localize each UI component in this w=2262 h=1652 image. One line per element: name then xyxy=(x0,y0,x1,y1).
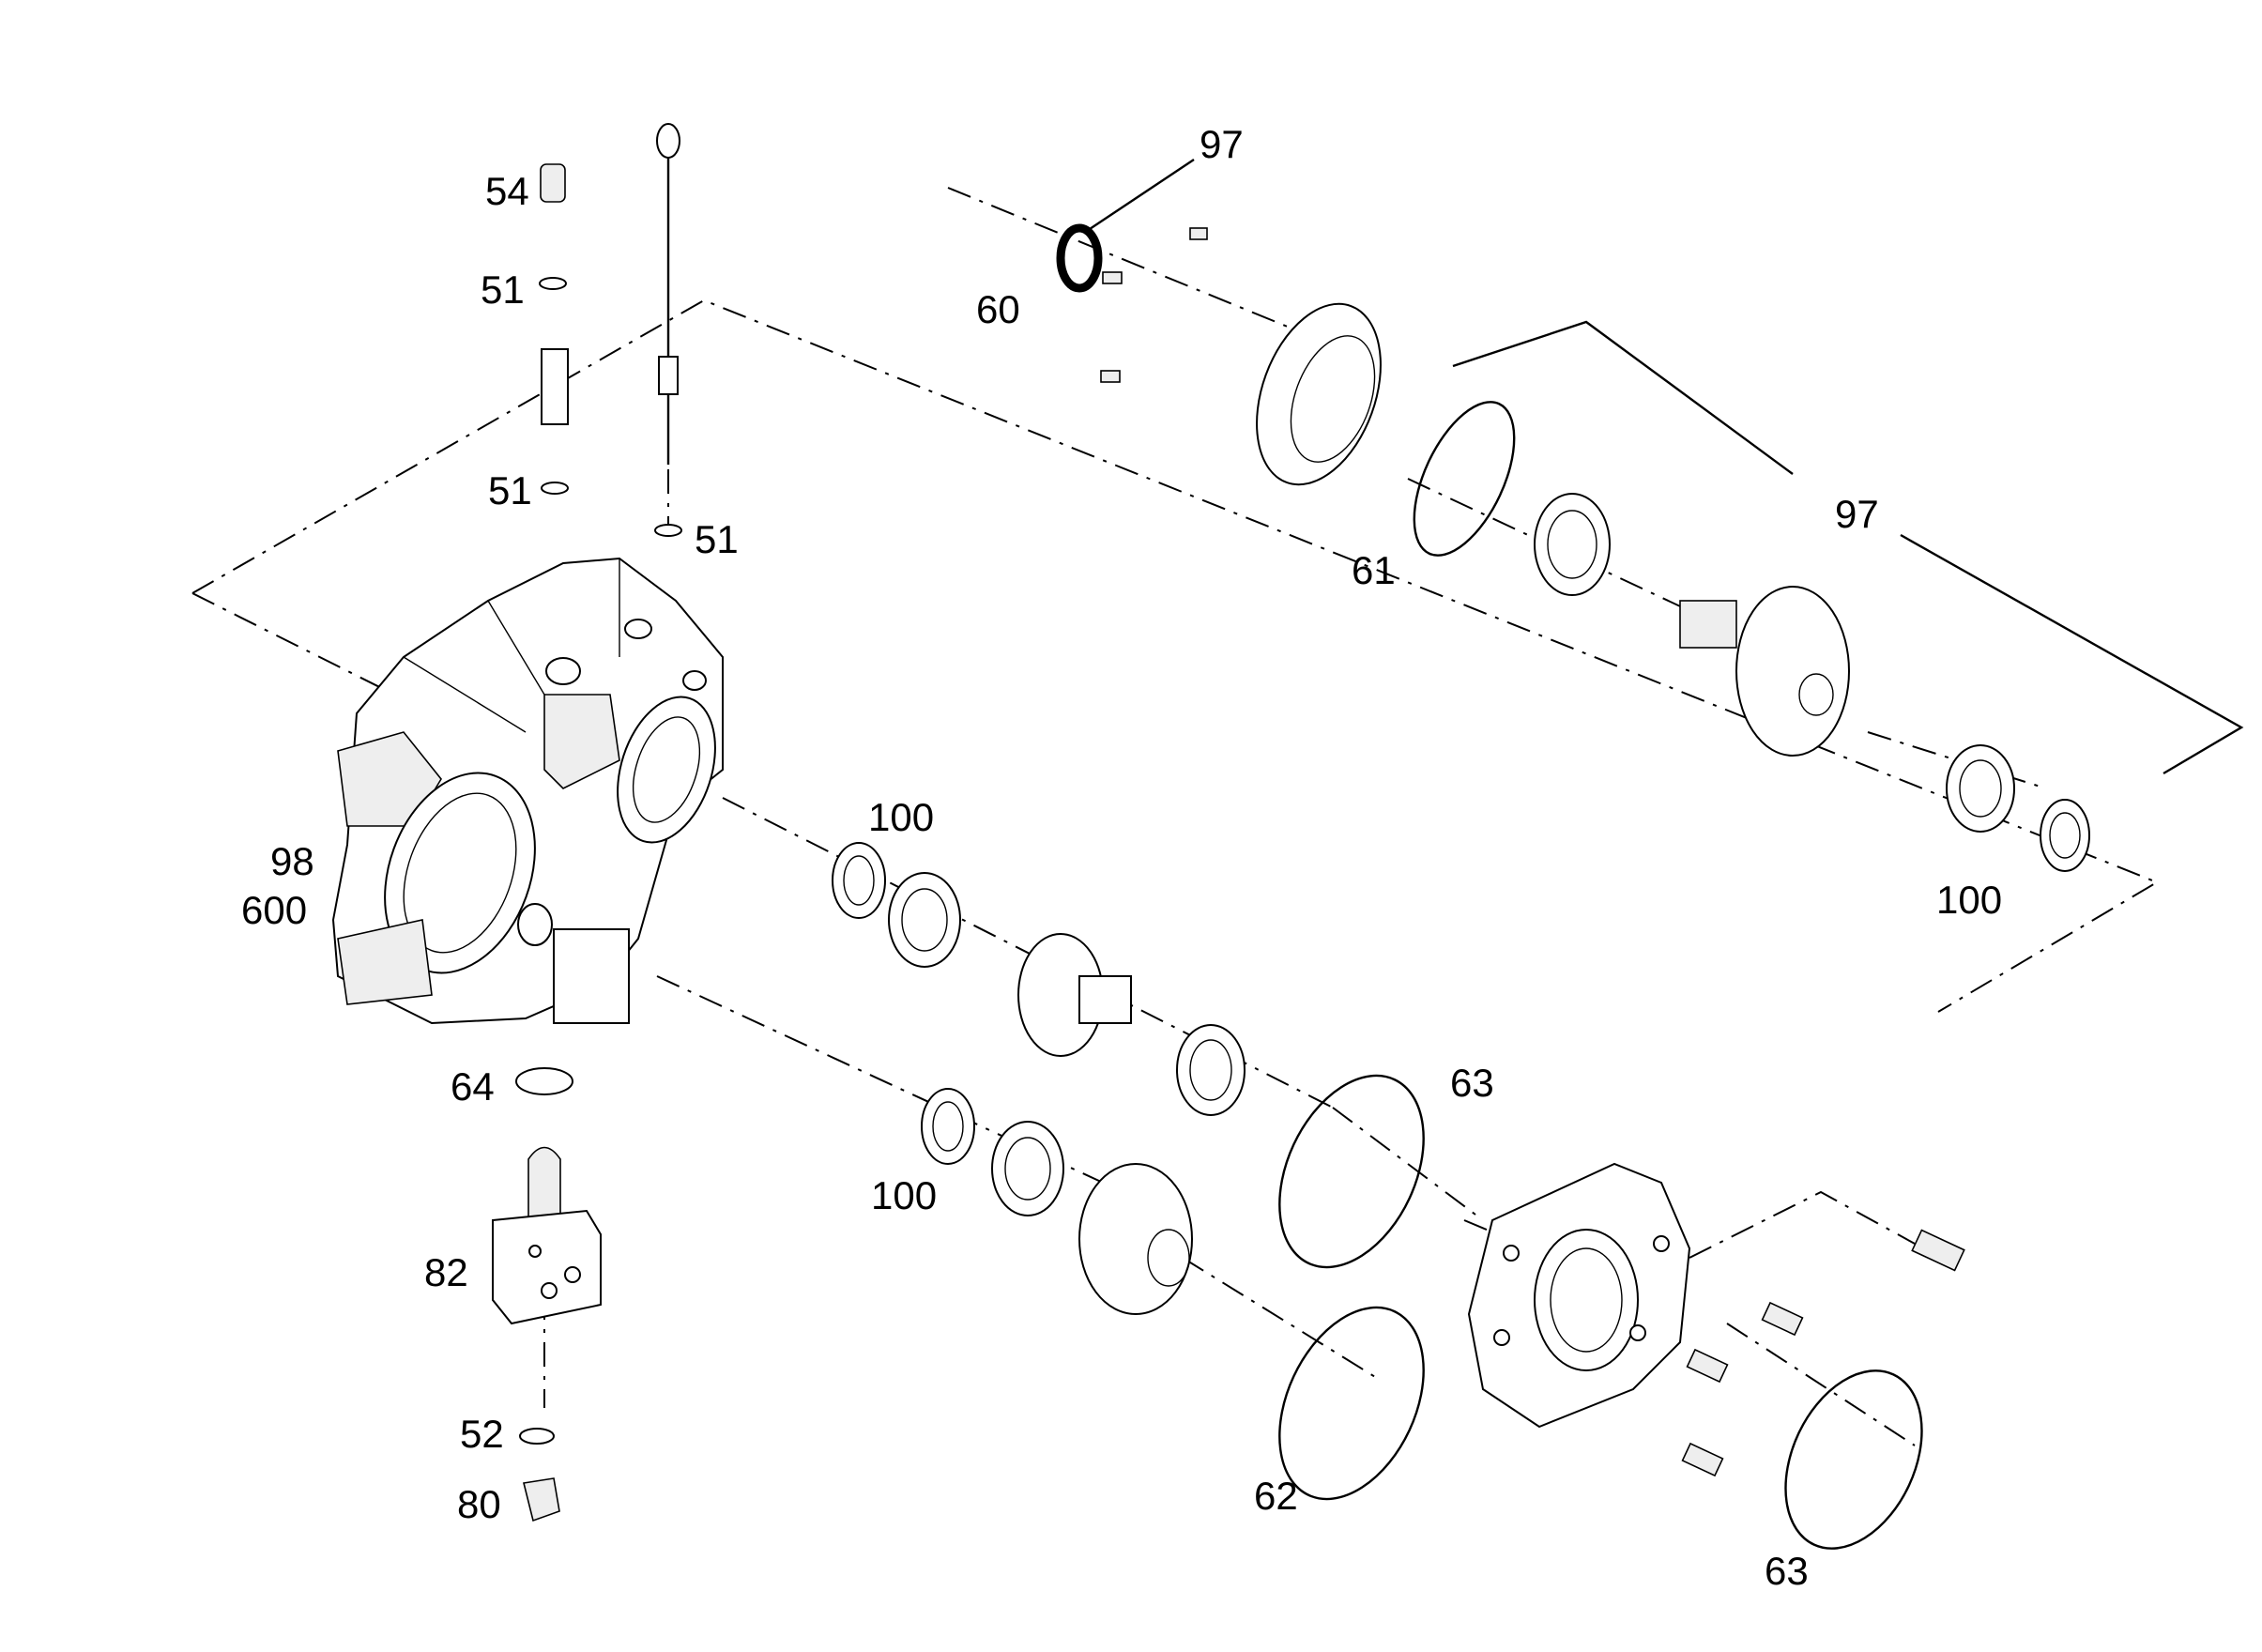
gearbox-housing xyxy=(331,557,724,1025)
middle-shaft-group xyxy=(832,842,1246,1116)
callout-98: 98 xyxy=(270,839,314,883)
callout-63-a: 63 xyxy=(1450,1061,1494,1105)
drain-valve-stack xyxy=(492,1067,602,1522)
breather-stack xyxy=(539,163,569,495)
upper-shaft-group xyxy=(1056,223,2090,872)
callout-51-a: 51 xyxy=(481,268,525,312)
callout-600: 600 xyxy=(241,888,307,932)
callout-51-c: 51 xyxy=(695,517,739,561)
callout-labels: 54 51 51 51 60 97 61 97 100 100 100 98 6… xyxy=(241,122,2002,1593)
callout-97-b: 97 xyxy=(1835,492,1879,536)
callout-82: 82 xyxy=(424,1250,468,1294)
callout-51-b: 51 xyxy=(488,468,532,512)
callout-63-b: 63 xyxy=(1765,1549,1809,1593)
callout-52: 52 xyxy=(460,1412,504,1456)
lower-shaft-group xyxy=(921,1088,1193,1315)
callout-60: 60 xyxy=(976,287,1020,331)
dipstick xyxy=(654,123,682,537)
callout-62: 62 xyxy=(1254,1474,1298,1518)
callout-100-b: 100 xyxy=(1936,878,2002,922)
callout-64: 64 xyxy=(451,1064,495,1109)
callout-100-a: 100 xyxy=(868,795,934,839)
group-97-bracket xyxy=(1083,159,2244,775)
callout-100-c: 100 xyxy=(871,1173,937,1217)
cover-bolts xyxy=(1681,1229,1965,1477)
callout-54: 54 xyxy=(485,169,529,213)
cover-plate xyxy=(1467,1162,1691,1429)
callout-97-a: 97 xyxy=(1200,122,1244,166)
callout-80: 80 xyxy=(457,1482,501,1526)
o-rings xyxy=(1278,1074,1923,1550)
callout-61: 61 xyxy=(1352,548,1396,592)
